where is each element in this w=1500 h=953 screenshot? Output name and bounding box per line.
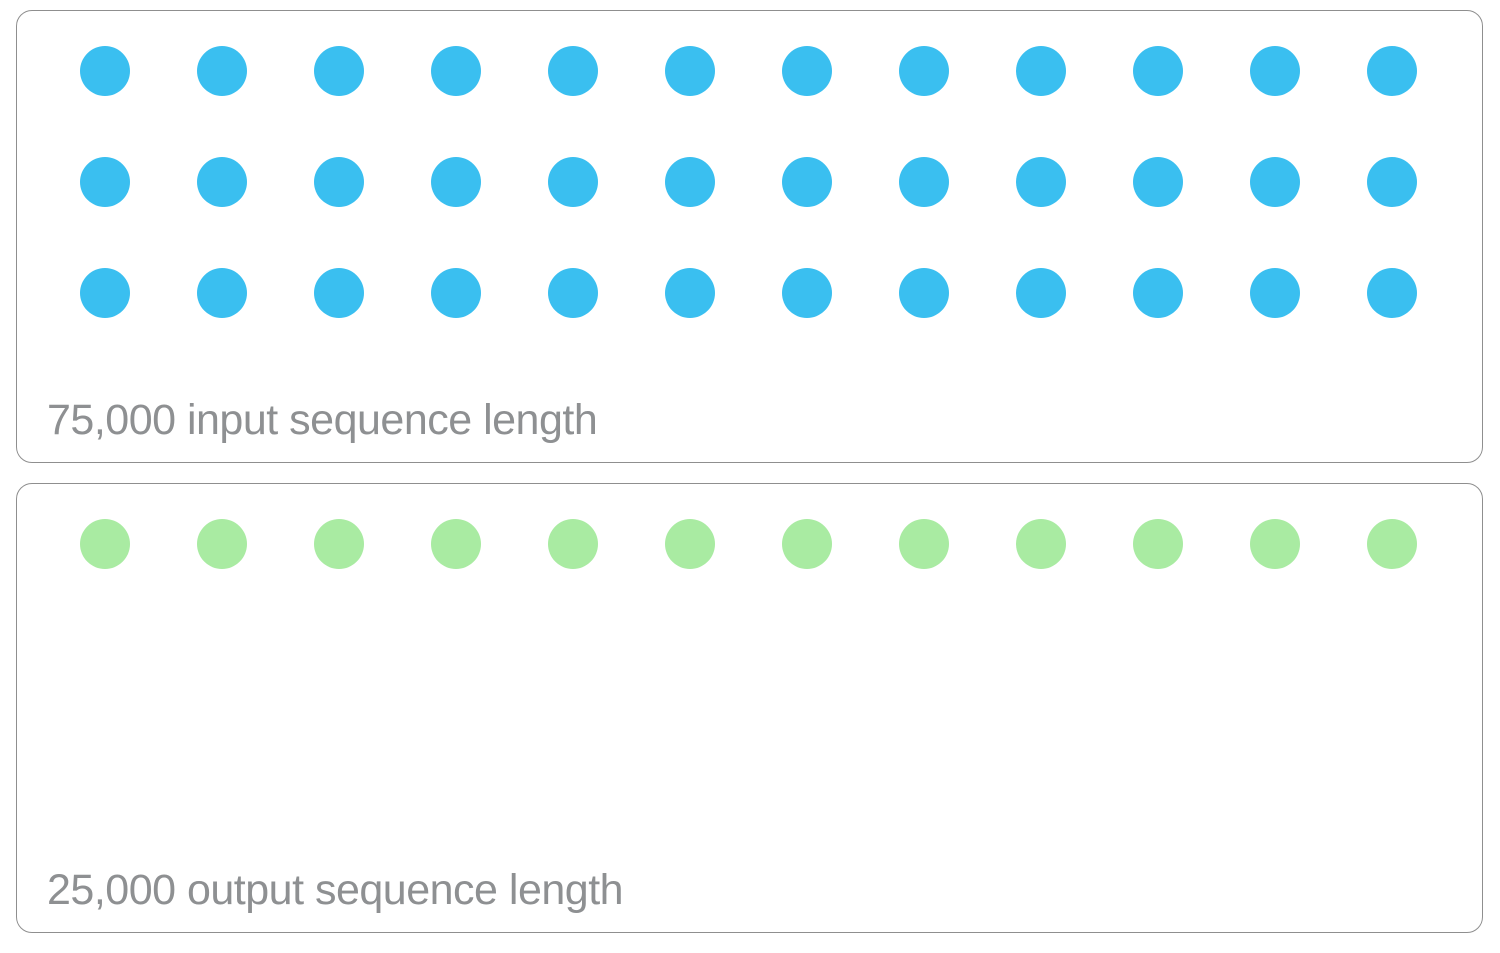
input-token-dot: [899, 268, 949, 318]
output-token-dot: [197, 519, 247, 569]
output-token-dot-grid: [17, 484, 1482, 569]
output-token-dot: [1250, 519, 1300, 569]
input-token-dot: [431, 157, 481, 207]
output-token-dot: [1367, 519, 1417, 569]
output-token-dot: [782, 519, 832, 569]
input-token-dot: [1133, 268, 1183, 318]
input-sequence-panel: 75,000 input sequence length: [16, 10, 1483, 463]
output-token-dot: [899, 519, 949, 569]
input-token-dot: [197, 157, 247, 207]
output-token-dot: [431, 519, 481, 569]
input-token-dot: [431, 46, 481, 96]
input-token-dot-grid: [17, 11, 1482, 318]
input-token-dot: [665, 157, 715, 207]
input-token-dot: [314, 46, 364, 96]
input-token-dot: [1250, 46, 1300, 96]
input-token-dot: [1367, 46, 1417, 96]
input-dot-row: [80, 268, 1482, 318]
input-token-dot: [1367, 268, 1417, 318]
input-token-dot: [314, 157, 364, 207]
output-token-dot: [314, 519, 364, 569]
output-token-dot: [548, 519, 598, 569]
output-sequence-panel: 25,000 output sequence length: [16, 483, 1483, 933]
input-token-dot: [197, 268, 247, 318]
input-token-dot: [1133, 157, 1183, 207]
output-dot-row: [80, 519, 1482, 569]
input-token-dot: [1250, 268, 1300, 318]
input-token-dot: [665, 46, 715, 96]
input-token-dot: [899, 157, 949, 207]
input-token-dot: [1016, 157, 1066, 207]
input-token-dot: [1367, 157, 1417, 207]
input-token-dot: [548, 268, 598, 318]
output-token-dot: [80, 519, 130, 569]
input-token-dot: [431, 268, 481, 318]
output-token-dot: [665, 519, 715, 569]
input-token-dot: [899, 46, 949, 96]
input-token-dot: [1133, 46, 1183, 96]
input-token-dot: [782, 268, 832, 318]
output-sequence-label: 25,000 output sequence length: [47, 866, 624, 914]
output-token-dot: [1133, 519, 1183, 569]
input-token-dot: [1016, 268, 1066, 318]
input-token-dot: [782, 157, 832, 207]
input-token-dot: [665, 268, 715, 318]
input-token-dot: [782, 46, 832, 96]
input-sequence-label: 75,000 input sequence length: [47, 396, 598, 444]
output-token-dot: [1016, 519, 1066, 569]
input-token-dot: [548, 157, 598, 207]
input-token-dot: [314, 268, 364, 318]
input-token-dot: [80, 268, 130, 318]
input-dot-row: [80, 46, 1482, 96]
input-token-dot: [548, 46, 598, 96]
input-token-dot: [197, 46, 247, 96]
input-token-dot: [80, 157, 130, 207]
input-dot-row: [80, 157, 1482, 207]
input-token-dot: [80, 46, 130, 96]
input-token-dot: [1250, 157, 1300, 207]
input-token-dot: [1016, 46, 1066, 96]
